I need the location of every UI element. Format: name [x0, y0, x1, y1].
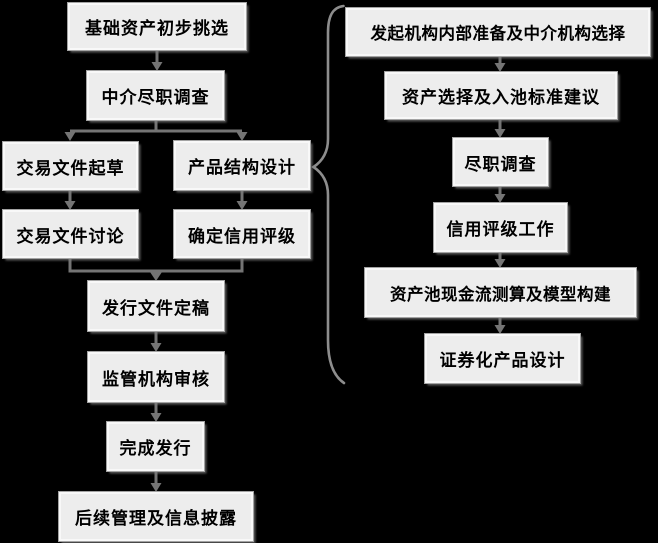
arrow-preparation-to-poolcriteria — [494, 56, 506, 72]
node-product-structure-design: 产品结构设计 — [173, 140, 311, 191]
node-intermediary-due-diligence: 中介尽职调查 — [86, 70, 225, 121]
brace-product-structure-detail — [311, 4, 346, 385]
arrow-review-to-completion — [150, 402, 162, 422]
node-issuance-doc-finalization: 发行文件定稿 — [87, 280, 225, 332]
node-transaction-doc-drafting: 交易文件起草 — [2, 141, 139, 191]
arrow-modeling-to-productdesign — [494, 317, 506, 334]
arrow-completion-to-disclosure — [150, 471, 162, 492]
arrow-finalization-to-review — [150, 331, 162, 352]
arrow-design-to-rating — [236, 190, 248, 210]
arrow-poolcriteria-to-duediligence — [494, 119, 506, 138]
node-regulator-review: 监管机构审核 — [87, 351, 225, 403]
node-asset-selection-pool-criteria: 资产选择及入池标准建议 — [384, 71, 618, 120]
split-connector-duediligence-to-drafting-and-design — [64, 120, 248, 141]
arrow-drafting-to-discussion — [64, 190, 76, 210]
node-credit-rating-work: 信用评级工作 — [433, 202, 568, 253]
node-originator-prep-intermediary-selection: 发起机构内部准备及中介机构选择 — [345, 7, 651, 57]
node-credit-rating-determination: 确定信用评级 — [173, 209, 311, 259]
node-issuance-completion: 完成发行 — [106, 421, 205, 472]
arrow-screening-to-duediligence — [151, 50, 163, 71]
arrow-ratingwork-to-modeling — [494, 252, 506, 268]
merge-connector-to-finalization — [68, 258, 244, 281]
node-securitization-product-design: 证券化产品设计 — [424, 333, 581, 384]
node-cashflow-measurement-modeling: 资产池现金流测算及模型构建 — [364, 267, 637, 318]
node-initial-asset-screening: 基础资产初步挑选 — [67, 2, 247, 51]
node-ongoing-management-disclosure: 后续管理及信息披露 — [58, 491, 254, 542]
arrow-duediligence-to-ratingwork — [494, 186, 506, 203]
node-due-diligence: 尽职调查 — [452, 137, 549, 187]
node-transaction-doc-discussion: 交易文件讨论 — [2, 209, 139, 259]
